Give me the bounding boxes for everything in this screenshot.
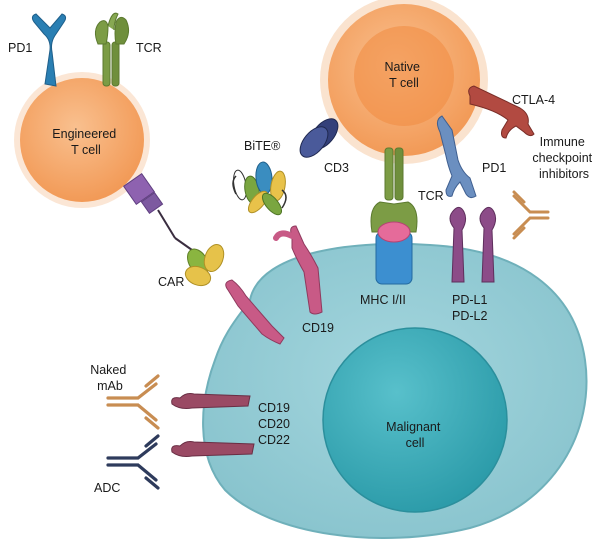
cd-antigen-receptor-lower <box>171 441 255 457</box>
pd1-receptor-left <box>31 13 67 87</box>
tcr-left-label: TCR <box>136 41 162 55</box>
bite-molecule <box>232 161 287 216</box>
adc-label: ADC <box>94 481 120 495</box>
naked-mab-antibody <box>106 374 160 430</box>
ctla4-receptor <box>468 85 535 139</box>
mhc-molecule <box>375 221 413 285</box>
ctla4-label: CTLA-4 <box>512 93 555 107</box>
cd19-receptor-top <box>273 225 323 315</box>
tcr-right-label: TCR <box>418 189 444 203</box>
car-receptor <box>122 172 225 287</box>
malignant-cell-label: Malignant cell <box>386 420 444 450</box>
native-t-cell-nucleus <box>354 26 454 126</box>
mhc-label: MHC I/II <box>360 293 406 307</box>
pd1-receptor-right <box>436 115 477 199</box>
native-t-cell-label: Native T cell <box>385 60 424 90</box>
checkpoint-inhibitor-antibody <box>512 190 550 240</box>
pdl-ligands <box>449 206 497 283</box>
naked-mab-label: Naked mAb <box>90 363 130 393</box>
cd-antigens-label: CD19 CD20 CD22 <box>258 401 293 447</box>
tcr-receptor-left <box>94 12 130 87</box>
engineered-t-cell <box>20 78 144 202</box>
cd-antigen-receptor-upper <box>171 393 251 409</box>
pd1-right-label: PD1 <box>482 161 506 175</box>
cd3-receptor <box>299 118 339 158</box>
pd1-left-label: PD1 <box>8 41 32 55</box>
malignant-nucleus <box>322 327 508 513</box>
engineered-t-cell-label: Engineered T cell <box>52 127 119 157</box>
bite-label: BiTE® <box>244 139 281 153</box>
car-label: CAR <box>158 275 184 289</box>
cd19-receptor-car <box>225 279 285 345</box>
immune-checkpoint-inhibitors-label: Immune checkpoint inhibitors <box>532 135 595 181</box>
pdl-label: PD-L1 PD-L2 <box>452 293 491 323</box>
cd19-label: CD19 <box>302 321 334 335</box>
adc-antibody <box>106 434 160 490</box>
cd3-label: CD3 <box>324 161 349 175</box>
